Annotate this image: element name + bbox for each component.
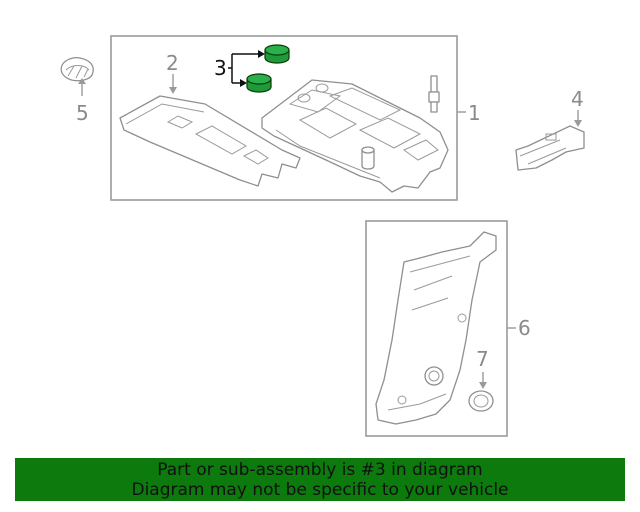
- bracket-part[interactable]: [515, 125, 585, 171]
- banner-line-2: Diagram may not be specific to your vehi…: [131, 479, 509, 500]
- callout-6: 6: [518, 316, 531, 340]
- grommet-upper-part[interactable]: [264, 44, 290, 64]
- valve-cover-part[interactable]: [261, 79, 449, 193]
- leader-bracket-3: [228, 53, 258, 84]
- callout-1: 1: [468, 101, 481, 125]
- callout-3: 3: [214, 56, 227, 80]
- spark-plug-part[interactable]: [428, 75, 440, 113]
- seal-part[interactable]: [468, 390, 494, 412]
- gasket-part[interactable]: [119, 95, 301, 187]
- timing-cover-part[interactable]: [375, 231, 497, 425]
- arrowhead-2: [169, 87, 177, 94]
- valve-cover-group-box: [110, 35, 458, 201]
- callout-7: 7: [476, 347, 489, 371]
- arrowhead-7: [479, 382, 487, 389]
- callout-2: 2: [166, 51, 179, 75]
- arrowhead-3-lower: [240, 79, 247, 87]
- callout-4: 4: [571, 87, 584, 111]
- grommet-lower-part[interactable]: [246, 73, 272, 93]
- arrowhead-4: [574, 120, 582, 127]
- info-banner: Part or sub-assembly is #3 in diagram Di…: [15, 458, 625, 501]
- arrowhead-5: [78, 78, 86, 84]
- arrowhead-3-upper: [258, 50, 265, 58]
- parts-diagram: 5 2 3: [60, 35, 585, 437]
- oil-cap-part[interactable]: [60, 57, 94, 82]
- banner-line-1: Part or sub-assembly is #3 in diagram: [157, 459, 483, 480]
- callout-5: 5: [76, 101, 89, 125]
